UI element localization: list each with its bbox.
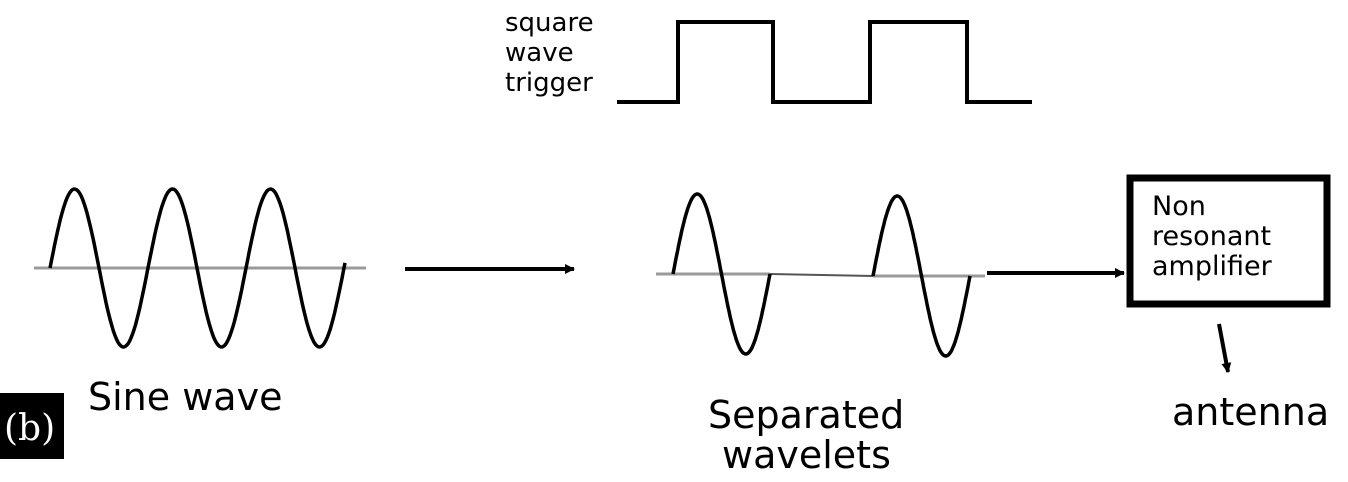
wavelet-2 bbox=[871, 194, 972, 358]
figure-label: (b) bbox=[4, 408, 55, 449]
wavelet-1 bbox=[671, 192, 772, 356]
trigger-label-line-1: square bbox=[505, 8, 594, 38]
sine-wave bbox=[48, 187, 347, 349]
wavelet-axis-gap bbox=[769, 273, 874, 277]
arrow-amplifier-to-antenna bbox=[1217, 323, 1232, 373]
separated-wavelets-label-line-2: wavelets bbox=[722, 433, 891, 477]
trigger-label-line-3: trigger bbox=[505, 68, 593, 98]
trigger-label-line-2: wave bbox=[505, 38, 574, 68]
figure-label-badge bbox=[0, 393, 64, 459]
amplifier-label-line-2: resonant bbox=[1152, 221, 1271, 252]
sine-wave-label: Sine wave bbox=[88, 375, 282, 419]
amplifier-label-line-3: amplifier bbox=[1152, 251, 1273, 282]
square-wave bbox=[617, 20, 1032, 104]
amplifier-label-line-1: Non bbox=[1152, 191, 1206, 222]
antenna-label: antenna bbox=[1172, 390, 1329, 434]
separated-wavelets-label-line-1: Separated bbox=[708, 393, 904, 437]
amplifier-box bbox=[1126, 174, 1331, 308]
